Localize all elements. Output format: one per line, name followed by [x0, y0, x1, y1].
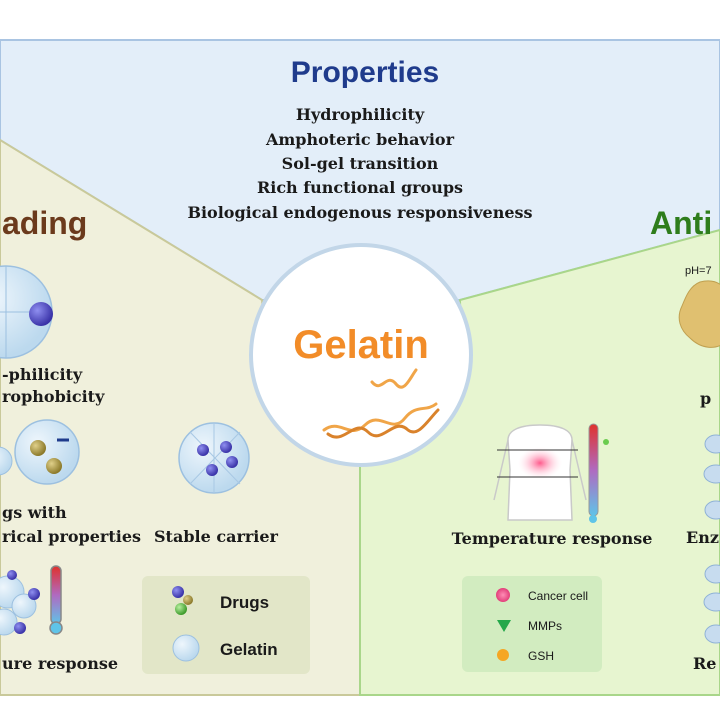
- temp-response-label-right: Temperature response: [452, 529, 653, 548]
- property-item: Biological endogenous responsiveness: [187, 203, 532, 222]
- thermometer-icon: [588, 423, 609, 523]
- electric-label-1: gs with: [2, 503, 67, 522]
- loading-title: ading: [2, 205, 87, 241]
- hydro-label-1: -philicity: [2, 365, 83, 384]
- loading-legend: Drugs Gelatin: [142, 576, 310, 674]
- properties-title: Properties: [291, 56, 439, 89]
- legend-drugs-label: Drugs: [220, 593, 269, 612]
- release-cluster-icon: [0, 570, 40, 636]
- tumor-blob-icon: [678, 280, 720, 348]
- anti-title: Anti: [650, 205, 712, 241]
- property-item: Amphoteric behavior: [265, 130, 455, 149]
- gelatin-legend-icon: [172, 634, 200, 662]
- charged-drug-icon: [0, 419, 80, 485]
- anti-legend: Cancer cell MMPs GSH: [462, 576, 602, 672]
- hydro-sphere-icon: [0, 265, 53, 359]
- cancer-cell-icon: [496, 588, 510, 602]
- stable-carrier-icon: [178, 422, 250, 494]
- properties-list: Hydrophilicity Amphoteric behavior Sol-g…: [187, 105, 532, 222]
- property-item: Rich functional groups: [257, 178, 463, 197]
- p-label: p: [700, 389, 711, 408]
- gelatin-title: Gelatin: [293, 323, 429, 367]
- re-label: Re: [693, 654, 716, 673]
- hydro-label-2: rophobicity: [2, 387, 105, 406]
- temp-response-label-left: ure response: [2, 654, 118, 673]
- legend-cancer-label: Cancer cell: [528, 589, 588, 603]
- property-item: Hydrophilicity: [296, 105, 425, 124]
- thermometer-icon: [49, 565, 63, 635]
- body-silhouette-icon: [493, 424, 587, 521]
- helix-icon: [322, 368, 440, 439]
- property-item: Sol-gel transition: [282, 154, 439, 173]
- gsh-icon: [497, 649, 509, 661]
- drugs-legend-icon: [172, 586, 193, 615]
- legend-gsh-label: GSH: [528, 649, 554, 663]
- legend-mmps-label: MMPs: [528, 619, 562, 633]
- ph-label: pH=7: [685, 265, 712, 277]
- enz-label: Enz: [686, 528, 719, 547]
- electric-label-2: rical properties: [2, 527, 141, 546]
- mmps-icon: [497, 620, 511, 632]
- stable-carrier-label: Stable carrier: [154, 527, 279, 546]
- legend-gelatin-label: Gelatin: [220, 640, 278, 659]
- enzyme-icons: [703, 434, 720, 644]
